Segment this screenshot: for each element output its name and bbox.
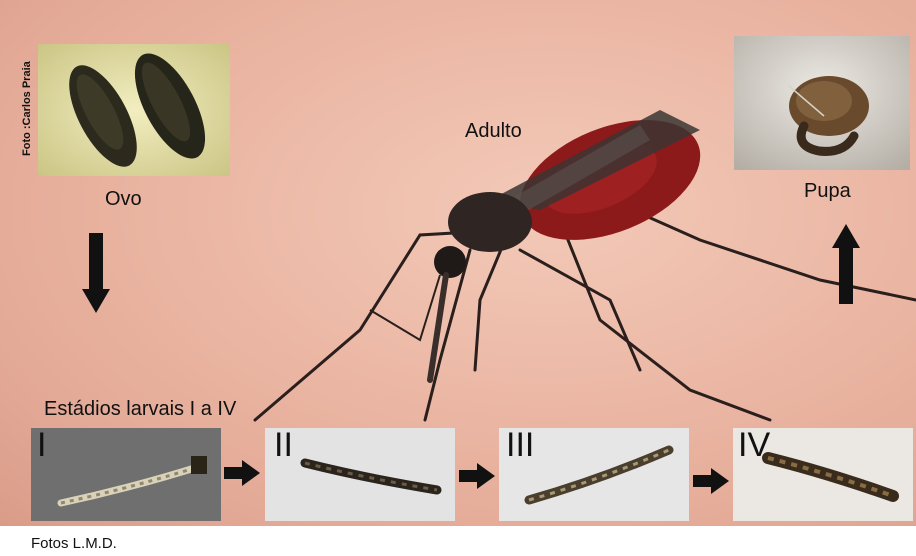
right-arrow-icon <box>693 468 729 494</box>
larva-stage-1-photo <box>31 428 221 521</box>
larva-stage-1-label: I <box>37 428 46 462</box>
pupa-label: Pupa <box>804 180 851 203</box>
egg-photo <box>38 44 230 176</box>
right-arrow-icon <box>459 463 495 489</box>
egg-label: Ovo <box>105 188 142 211</box>
larva-stage-2-label: II <box>274 428 293 462</box>
right-arrow-icon <box>224 460 260 486</box>
larva-stage-2-photo <box>265 428 455 521</box>
up-arrow-icon <box>832 224 860 304</box>
down-arrow-icon <box>82 233 110 313</box>
pupa-photo <box>734 36 910 170</box>
larval-stages-label: Estádios larvais I a IV <box>44 398 236 421</box>
photo-credit-bottom: Fotos L.M.D. <box>31 535 117 552</box>
adult-label: Adulto <box>465 120 522 143</box>
larva-stage-3-label: III <box>506 428 534 462</box>
mosquito-life-cycle-photo: Foto :Carlos Praia Adulto Ovo Pupa Estád… <box>0 0 916 526</box>
photo-credit-vertical: Foto :Carlos Praia <box>17 44 37 174</box>
larva-stage-4-label: IV <box>738 428 770 462</box>
